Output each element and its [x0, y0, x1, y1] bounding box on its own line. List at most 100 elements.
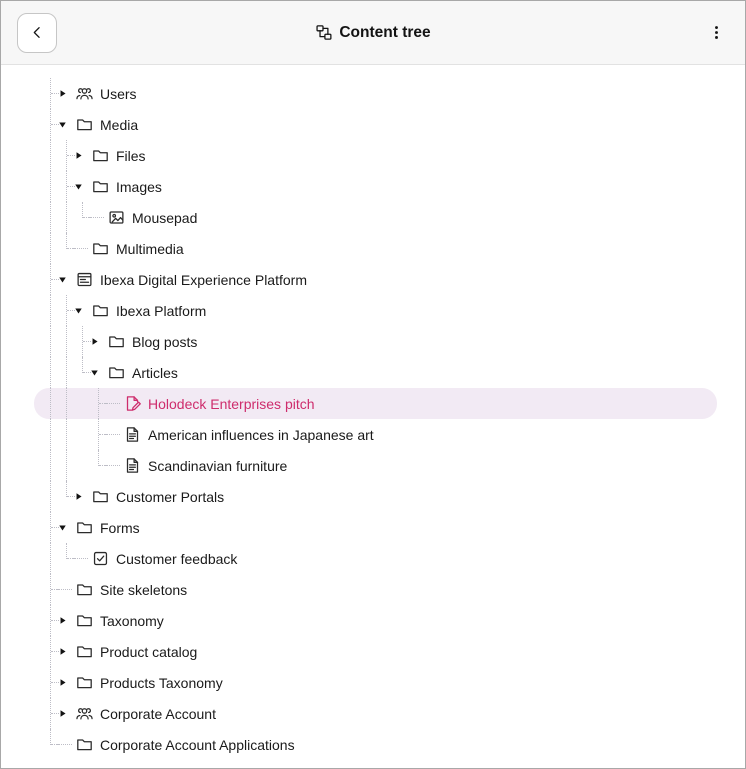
article-icon: [124, 426, 141, 443]
tree-guide-connector: [42, 78, 59, 109]
caret-collapsed-icon[interactable]: [90, 326, 108, 357]
tree-item-american-influences-in-japanese-art[interactable]: American influences in Japanese art: [34, 419, 717, 450]
tree-item-label: Multimedia: [116, 240, 184, 257]
caret-expanded-icon[interactable]: [74, 171, 92, 202]
tree-guide-connector: [42, 109, 59, 140]
tree-guide-connector: [58, 295, 75, 326]
tree-guide-stub: [105, 450, 124, 481]
tree-item-label: Ibexa Digital Experience Platform: [100, 271, 307, 288]
tree-item-users[interactable]: Users: [34, 78, 717, 109]
tree-guide: [42, 295, 58, 326]
tree-guide-connector: [42, 636, 59, 667]
tree-guide-stub: [105, 419, 124, 450]
tree-item-label: Blog posts: [132, 333, 198, 350]
tree-item-forms[interactable]: Forms: [34, 512, 717, 543]
tree-item-label: Product catalog: [100, 643, 198, 660]
tree-item-customer-feedback[interactable]: Customer feedback: [34, 543, 717, 574]
tree-item-label: Customer Portals: [116, 488, 225, 505]
folder-icon: [76, 116, 93, 133]
tree-item-holodeck-enterprises-pitch[interactable]: Holodeck Enterprises pitch: [34, 388, 717, 419]
caret-expanded-icon[interactable]: [90, 357, 108, 388]
folder-icon: [76, 736, 93, 753]
tree-item-label: Products Taxonomy: [100, 674, 223, 691]
users-icon: [76, 705, 93, 722]
caret-collapsed-icon[interactable]: [74, 140, 92, 171]
tree-guide: [74, 388, 90, 419]
tree-item-corporate-account[interactable]: Corporate Account: [34, 698, 717, 729]
tree-guide-stub: [57, 574, 76, 605]
tree-guide-connector: [58, 140, 75, 171]
tree-item-scandinavian-furniture[interactable]: Scandinavian furniture: [34, 450, 717, 481]
tree-item-site-skeletons[interactable]: Site skeletons: [34, 574, 717, 605]
tree-item-product-catalog[interactable]: Product catalog: [34, 636, 717, 667]
back-button[interactable]: [17, 12, 57, 53]
tree-item-label: Ibexa Platform: [116, 302, 207, 319]
folder-icon: [92, 147, 109, 164]
caret-expanded-icon[interactable]: [58, 109, 76, 140]
caret-expanded-icon[interactable]: [58, 264, 76, 295]
tree-guide-stub: [89, 202, 108, 233]
tree-guide: [42, 543, 58, 574]
caret-collapsed-icon[interactable]: [58, 78, 76, 109]
tree-guide-connector: [42, 574, 59, 605]
tree-item-label: Users: [100, 85, 137, 102]
tree-item-corporate-account-applications[interactable]: Corporate Account Applications: [34, 729, 717, 760]
tree-item-products-taxonomy[interactable]: Products Taxonomy: [34, 667, 717, 698]
tree-guide: [58, 388, 74, 419]
tree-item-files[interactable]: Files: [34, 140, 717, 171]
tree-item-label: Site skeletons: [100, 581, 188, 598]
caret-expanded-icon[interactable]: [58, 512, 76, 543]
tree-item-articles[interactable]: Articles: [34, 357, 717, 388]
tree-guide: [42, 202, 58, 233]
tree-guide-connector: [90, 388, 107, 419]
tree-guide-connector: [90, 419, 107, 450]
tree-guide: [42, 450, 58, 481]
tree-item-images[interactable]: Images: [34, 171, 717, 202]
tree-guide-connector: [58, 543, 75, 574]
tree-item-multimedia[interactable]: Multimedia: [34, 233, 717, 264]
tree-guide: [42, 357, 58, 388]
tree-guide: [42, 326, 58, 357]
tree-guide-stub: [105, 388, 124, 419]
tree-item-media[interactable]: Media: [34, 109, 717, 140]
tree-guide-connector: [42, 698, 59, 729]
tree-guide: [42, 233, 58, 264]
tree-item-label: Files: [116, 147, 146, 164]
caret-collapsed-icon[interactable]: [58, 667, 76, 698]
tree-guide: [74, 450, 90, 481]
tree-guide: [42, 419, 58, 450]
tree-guide-connector: [90, 450, 107, 481]
folder-icon: [76, 674, 93, 691]
tree-guide: [58, 419, 74, 450]
tree-item-label: Corporate Account Applications: [100, 736, 295, 753]
kebab-menu-button[interactable]: [704, 20, 729, 45]
tree-item-taxonomy[interactable]: Taxonomy: [34, 605, 717, 636]
tree-item-customer-portals[interactable]: Customer Portals: [34, 481, 717, 512]
tree-guide: [58, 357, 74, 388]
folder-icon: [92, 178, 109, 195]
caret-collapsed-icon[interactable]: [74, 481, 92, 512]
chevron-left-icon: [29, 24, 46, 41]
form-check-icon: [92, 550, 109, 567]
users-icon: [76, 85, 93, 102]
tree-guide-connector: [42, 667, 59, 698]
folder-icon: [76, 643, 93, 660]
caret-expanded-icon[interactable]: [74, 295, 92, 326]
caret-collapsed-icon[interactable]: [58, 698, 76, 729]
folder-icon: [92, 240, 109, 257]
caret-collapsed-icon[interactable]: [58, 636, 76, 667]
tree-item-label: Articles: [132, 364, 178, 381]
tree-item-ibexa-digital-experience-platform[interactable]: Ibexa Digital Experience Platform: [34, 264, 717, 295]
tree-item-mousepad[interactable]: Mousepad: [34, 202, 717, 233]
tree-item-ibexa-platform[interactable]: Ibexa Platform: [34, 295, 717, 326]
tree-guide: [42, 140, 58, 171]
folder-icon: [76, 612, 93, 629]
tree-item-blog-posts[interactable]: Blog posts: [34, 326, 717, 357]
site-icon: [76, 271, 93, 288]
folder-icon: [76, 519, 93, 536]
caret-collapsed-icon[interactable]: [58, 605, 76, 636]
tree-guide-connector: [58, 171, 75, 202]
content-tree-icon: [315, 24, 332, 41]
panel-title: Content tree: [315, 24, 431, 42]
